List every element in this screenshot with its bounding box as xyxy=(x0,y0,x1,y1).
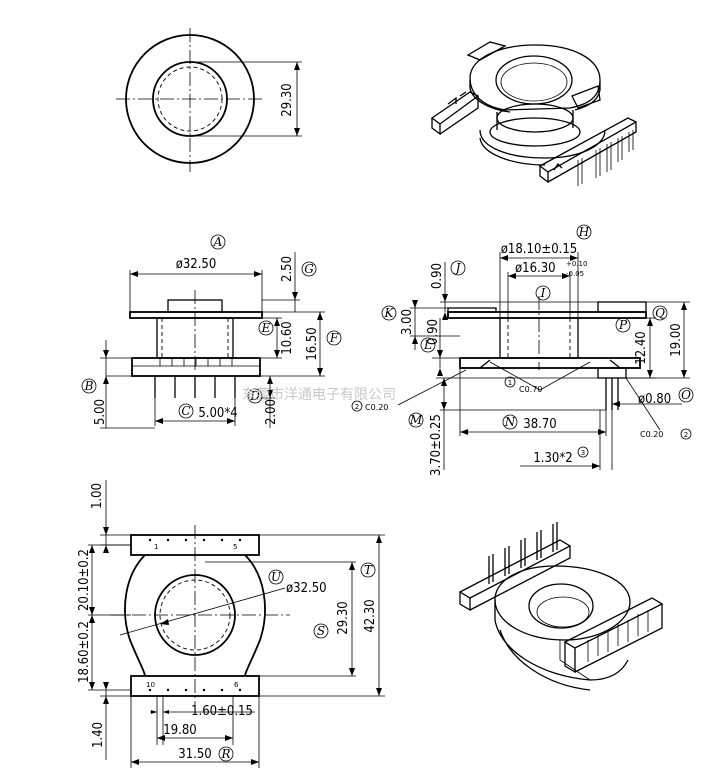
dim-m: 3.70±0.25 xyxy=(429,414,444,476)
ref-f: F xyxy=(329,331,339,345)
dim-top: 1.00 xyxy=(90,483,105,509)
ref-g: G xyxy=(304,262,314,276)
dim-a: ø32.50 xyxy=(176,257,217,272)
pin-1-label: 1 xyxy=(154,543,158,551)
ref-c: C xyxy=(181,404,190,418)
front-view: A ø32.50 2.50 G E 10.60 16.50 F B 5.00 xyxy=(81,234,342,429)
dim-i: ø16.30 xyxy=(515,261,556,276)
ref-l: L xyxy=(423,338,432,352)
dim-g: 2.50 xyxy=(280,256,295,282)
isometric-view-bottom xyxy=(458,522,664,691)
dim-i-minus: -0.05 xyxy=(566,270,584,278)
ref-u: U xyxy=(271,570,282,584)
ref-k: K xyxy=(384,306,395,320)
note-1: C0.70 xyxy=(519,385,542,394)
dim-s: 29.30 xyxy=(336,601,351,634)
dim-c: 5.00*4 xyxy=(198,406,237,421)
dim-upper: 20.10±0.2 xyxy=(77,549,92,611)
ref-n: N xyxy=(504,415,516,429)
dim-o: ø0.80 xyxy=(638,392,671,407)
note-2-right: C0.20 xyxy=(640,430,663,439)
watermark: 东莞市洋通电子有限公司 xyxy=(242,386,396,403)
pin-5-label: 5 xyxy=(233,543,237,551)
ref-m: M xyxy=(409,413,423,427)
ref-b: B xyxy=(84,379,94,393)
ref-t: T xyxy=(364,563,373,577)
dim-d: 2.00 xyxy=(264,399,279,425)
ref-h: H xyxy=(578,225,590,239)
pin-holes-top xyxy=(148,538,242,542)
ref-e: E xyxy=(261,321,271,335)
ref-r: R xyxy=(220,747,230,761)
note-2-left: C0.20 xyxy=(365,403,388,412)
pin-10-label: 10 xyxy=(146,681,155,689)
dim-lower: 18.60±0.2 xyxy=(77,621,92,683)
dim-span: 19.80 xyxy=(163,723,196,738)
dim-k: 3.00 xyxy=(400,309,415,335)
ref-s: S xyxy=(317,624,325,638)
ref-p: P xyxy=(618,318,628,332)
dim-pin-width: 1.60±0.15 xyxy=(191,704,253,719)
dim-pin: 1.40 xyxy=(91,722,106,748)
dim-e: 10.60 xyxy=(280,321,295,354)
dim-pitch: 1.30*2 xyxy=(533,451,572,466)
dim-h: ø18.10±0.15 xyxy=(501,242,577,257)
dim-n: 38.70 xyxy=(523,417,556,432)
ref-o: O xyxy=(681,388,691,402)
dim-r: 31.50 xyxy=(178,747,211,762)
dim-q: 19.00 xyxy=(669,323,684,356)
dim-j: 0.90 xyxy=(430,263,445,289)
dim-t: 42.30 xyxy=(363,599,378,632)
dim-i-plus: +0.10 xyxy=(566,260,587,268)
note-2-num: 2 xyxy=(355,403,359,411)
ref-d: D xyxy=(249,389,260,403)
ref-q: Q xyxy=(655,306,665,320)
ref-j: J xyxy=(453,261,462,275)
pin-holes-bottom xyxy=(148,688,242,692)
dim-f: 16.50 xyxy=(305,327,320,360)
dim-p: 12.40 xyxy=(634,331,649,364)
ref-i: I xyxy=(540,286,546,300)
note-1-num: 1 xyxy=(508,379,512,387)
note-2-num-right: 2 xyxy=(684,431,688,439)
ref-a: A xyxy=(213,235,223,249)
pin-6-label: 6 xyxy=(234,681,239,689)
dim-u: ø32.50 xyxy=(286,581,327,596)
top-view: 29.30 xyxy=(116,28,302,172)
isometric-view-top xyxy=(430,41,638,186)
bottom-view: 1 5 10 6 1.00 20.10±0.2 18.60±0.2 xyxy=(77,480,385,768)
dim-b: 5.00 xyxy=(93,399,108,425)
side-view: ø18.10±0.15 H ø16.30 +0.10 -0.05 I 0.90 … xyxy=(351,224,694,476)
note-3-num: 3 xyxy=(581,449,585,457)
top-height-dim: 29.30 xyxy=(280,83,295,116)
